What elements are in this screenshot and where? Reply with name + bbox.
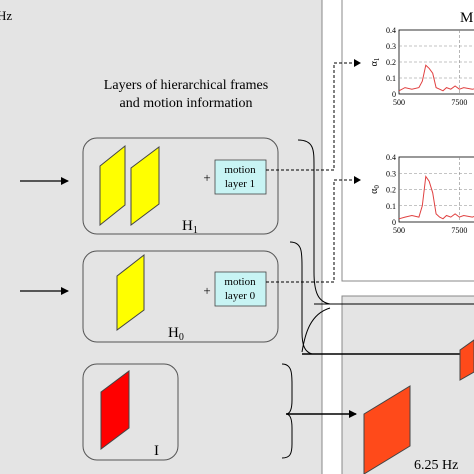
plot-y-axis-symbol: α — [369, 188, 380, 194]
plot-ytick-label: 0 — [392, 90, 396, 99]
plot-xtick-label: 7500 — [451, 98, 467, 107]
plot-xtick-label: 7500 — [451, 226, 467, 235]
h1-frame-back — [99, 144, 126, 227]
plot-ytick-label: 0.1 — [386, 202, 396, 211]
h0-plus-sign: + — [203, 283, 210, 298]
plot-ytick-label: 0.4 — [386, 153, 396, 162]
plot-series-line — [398, 64, 474, 92]
h1-frame-front — [130, 146, 160, 226]
plot-ytick-label: 0.3 — [386, 169, 396, 178]
plot-y-axis-label: α1 — [369, 57, 381, 66]
left-gray-panel — [0, 0, 323, 474]
i-frame — [100, 370, 130, 450]
plot-ytick-label: 0.1 — [386, 74, 396, 83]
motion-0-arrowhead — [354, 176, 361, 184]
plot-ytick-label: 0.3 — [386, 42, 396, 51]
plot-y-axis-label: α0 — [369, 185, 381, 194]
output-frame-small — [459, 339, 474, 381]
motion-layer-1-line2: layer 1 — [225, 178, 255, 190]
h0-layer-box — [82, 250, 279, 343]
plot-y-axis-subscript: 1 — [373, 57, 381, 61]
h0-brace — [289, 241, 313, 355]
h1-layer-box — [82, 137, 279, 235]
h1-label: H1 — [182, 218, 198, 236]
motion-1-arrowhead — [354, 59, 361, 67]
motion-0-to-plot-connector — [266, 179, 354, 283]
h0-brace-inner — [301, 307, 331, 353]
motion-1-to-plot-connector — [266, 62, 354, 171]
layers-title-line1: Layers of hierarchical frames — [104, 78, 268, 93]
top-right-letter: M — [460, 10, 473, 26]
motion-layer-0-line2: layer 0 — [225, 290, 256, 302]
output-frequency-label: 6.25 Hz — [414, 458, 458, 473]
h1-plus-sign: + — [203, 170, 210, 185]
plot-ytick-label: 0 — [392, 218, 396, 227]
motion-layer-0-line1: motion — [224, 276, 256, 288]
motion-layer-1-box — [214, 159, 267, 195]
motion-layer-0-box — [214, 271, 267, 307]
corner-hz-label: Hz — [0, 8, 12, 23]
plot-ytick-label: 0.2 — [386, 58, 396, 67]
plot-y-axis-subscript: 0 — [373, 185, 381, 189]
h1-brace — [297, 139, 331, 305]
i-label: I — [154, 443, 159, 459]
plot-series-line — [398, 175, 474, 220]
plot-xtick-label: 500 — [393, 98, 405, 107]
plot-ytick-label: 0.2 — [386, 186, 396, 195]
h0-label: H0 — [168, 325, 184, 343]
plot-y-axis-symbol: α — [369, 60, 380, 66]
output-frame — [363, 385, 411, 474]
motion-layer-1-line1: motion — [224, 164, 256, 176]
plot-xtick-label: 500 — [393, 226, 405, 235]
h0-frame — [116, 253, 145, 331]
plot-ytick-label: 0.4 — [386, 26, 396, 35]
layers-title-line2: and motion information — [120, 96, 253, 111]
i-layer-box — [82, 363, 179, 461]
